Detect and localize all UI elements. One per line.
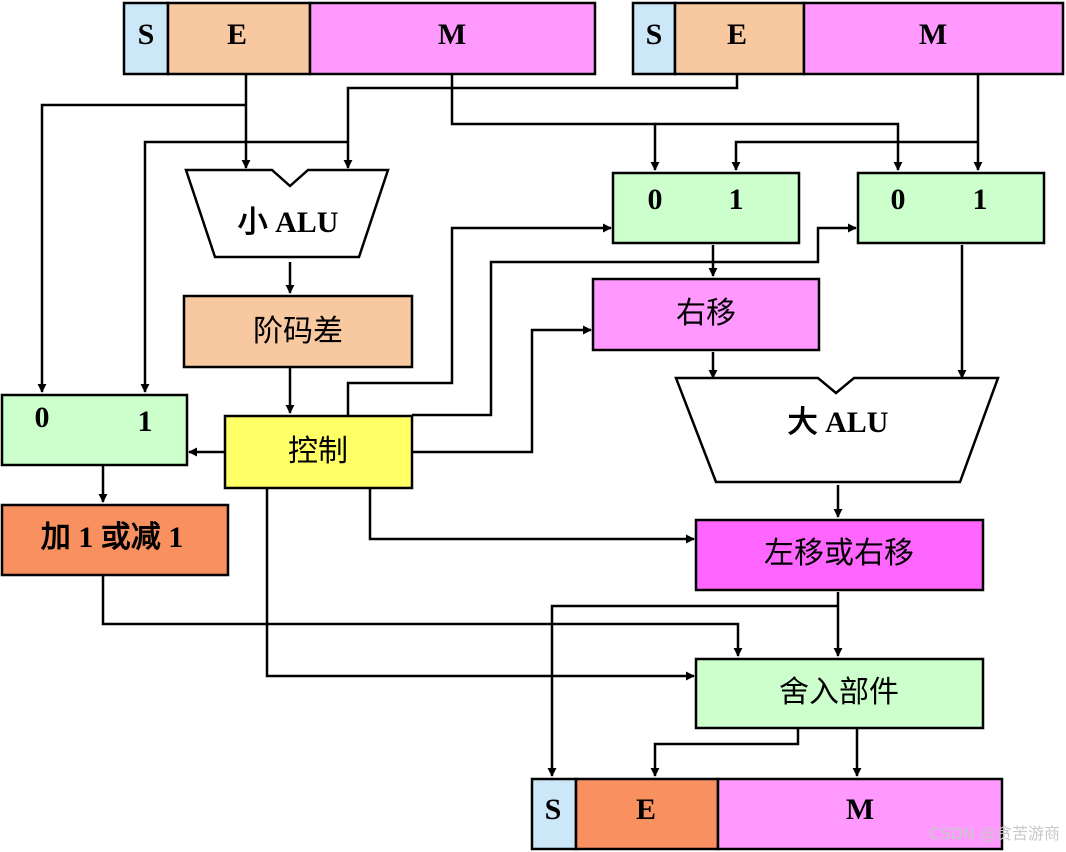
sign-field-b (631, 1, 677, 76)
exponent-field-a (166, 1, 312, 76)
mux-exponent: 0 1 (0, 393, 189, 467)
exponent-diff-box (182, 294, 414, 369)
wire-ma-mux0 (450, 75, 660, 171)
inc-dec-label: 加 1 或减 1 (41, 521, 184, 554)
small-alu-shape (184, 168, 390, 259)
mux-big-in0: 0 (891, 183, 906, 216)
mux-exponent-box (0, 393, 189, 467)
inc-dec-box (0, 503, 230, 577)
exponent-label-out: E (636, 793, 656, 826)
exponent-label-b: E (727, 18, 747, 51)
big-alu-label: 大 ALU (788, 406, 889, 439)
wire-control-rounding (265, 489, 695, 681)
register-output: S E M (530, 777, 1004, 851)
mantissa-label-b: M (919, 18, 947, 51)
sign-label-b: S (646, 18, 663, 51)
mux-shift-box (611, 171, 801, 245)
exponent-diff-label: 阶码差 (253, 315, 343, 348)
wire-control-shiftlr (368, 489, 695, 544)
sign-label-a: S (138, 18, 155, 51)
wire-shiftlr-sign (547, 604, 838, 777)
rounding-box (694, 657, 985, 730)
wire-eb-smallalu (343, 75, 739, 169)
shift-lr-box (694, 518, 985, 592)
exponent-field-out (574, 777, 720, 851)
mux-exponent-in0: 0 (35, 401, 50, 434)
mux-big-in1: 1 (973, 183, 988, 216)
wire-mb-mux1 (731, 140, 978, 171)
sign-label-out: S (545, 793, 562, 826)
exponent-diff: 阶码差 (182, 294, 414, 369)
wire-control-shiftmux (346, 223, 612, 415)
sign-field-out (530, 777, 578, 851)
mux-shift: 0 1 (611, 171, 801, 245)
rounding-unit: 舍入部件 (694, 657, 985, 730)
inc-dec-unit: 加 1 或减 1 (0, 503, 230, 577)
exponent-label-a: E (227, 18, 247, 51)
mantissa-label-a: M (438, 18, 466, 51)
mux-big: 0 1 (856, 171, 1046, 245)
wire-rounding-eout (650, 729, 800, 777)
wire-eb-mux-exp1 (140, 140, 348, 393)
mux-shift-in1: 1 (729, 183, 744, 216)
small-alu: 小 ALU (184, 168, 390, 259)
control-label: 控制 (288, 435, 348, 468)
mantissa-field-b (802, 1, 1065, 76)
mantissa-field-a (308, 1, 597, 76)
small-alu-label: 小 ALU (238, 206, 339, 239)
shift-lr-unit: 左移或右移 (694, 518, 985, 592)
mux-exponent-in1: 1 (138, 405, 153, 438)
wire-control-shiftright (412, 325, 592, 454)
sign-field-a (122, 1, 170, 76)
wire-control-bigmux (412, 223, 857, 417)
mantissa-label-out: M (846, 793, 874, 826)
shift-lr-label: 左移或右移 (764, 537, 914, 570)
control-unit: 控制 (223, 414, 414, 490)
mux-shift-in0: 0 (648, 183, 663, 216)
shift-right-unit: 右移 (591, 277, 821, 352)
control-box (223, 414, 414, 490)
wire-ea-mux-exp0 (37, 103, 246, 393)
rounding-label: 舍入部件 (779, 676, 899, 709)
mantissa-field-out (716, 777, 1004, 851)
register-input-a: S E M (122, 1, 597, 76)
wire-incdec-rounding (101, 576, 743, 657)
watermark: CSDN @贪苦游商 (929, 824, 1060, 843)
wire-ma-bigmux0 (655, 122, 903, 171)
connections (37, 75, 983, 777)
shift-right-box (591, 277, 821, 352)
register-input-b: S E M (631, 1, 1065, 76)
big-alu-shape (674, 376, 1000, 484)
shift-right-label: 右移 (676, 297, 736, 330)
big-alu: 大 ALU (674, 376, 1000, 484)
mux-big-box (856, 171, 1046, 245)
